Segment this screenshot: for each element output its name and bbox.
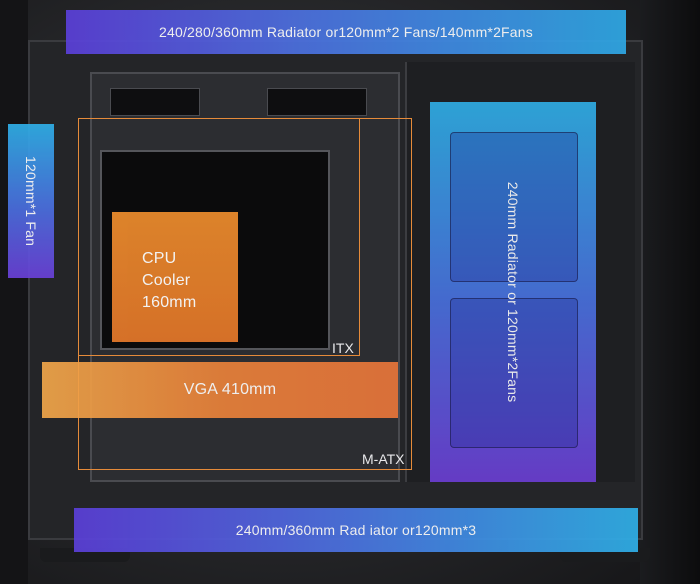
cpu-cooler-zone: CPU Cooler 160mm xyxy=(112,212,238,342)
cable-slot xyxy=(267,88,367,116)
vga-zone: VGA 410mm xyxy=(42,362,398,418)
front-radiator-label: 240mm Radiator or 120mm*2Fans xyxy=(505,181,521,403)
rear-fan-zone: 120mm*1 Fan xyxy=(8,124,54,278)
bottom-radiator-label: 240mm/360mm Rad iator or120mm*3 xyxy=(235,522,477,538)
front-radiator-zone: 240mm Radiator or 120mm*2Fans xyxy=(430,102,596,482)
cable-slot xyxy=(110,88,200,116)
itx-outline xyxy=(78,118,360,356)
case-left-edge xyxy=(0,0,28,584)
fan-slot xyxy=(450,132,578,282)
fan-slot xyxy=(450,298,578,448)
bottom-radiator-zone: 240mm/360mm Rad iator or120mm*3 xyxy=(74,508,638,552)
itx-label: ITX xyxy=(332,340,354,356)
cpu-cooler-label: CPU Cooler 160mm xyxy=(142,250,197,311)
matx-label: M-ATX xyxy=(362,451,405,467)
top-radiator-label: 240/280/360mm Radiator or120mm*2 Fans/14… xyxy=(159,24,533,40)
rear-fan-label: 120mm*1 Fan xyxy=(23,155,39,247)
case-right-edge xyxy=(640,0,700,584)
vga-label: VGA 410mm xyxy=(183,381,277,398)
top-radiator-zone: 240/280/360mm Radiator or120mm*2 Fans/14… xyxy=(66,10,626,54)
